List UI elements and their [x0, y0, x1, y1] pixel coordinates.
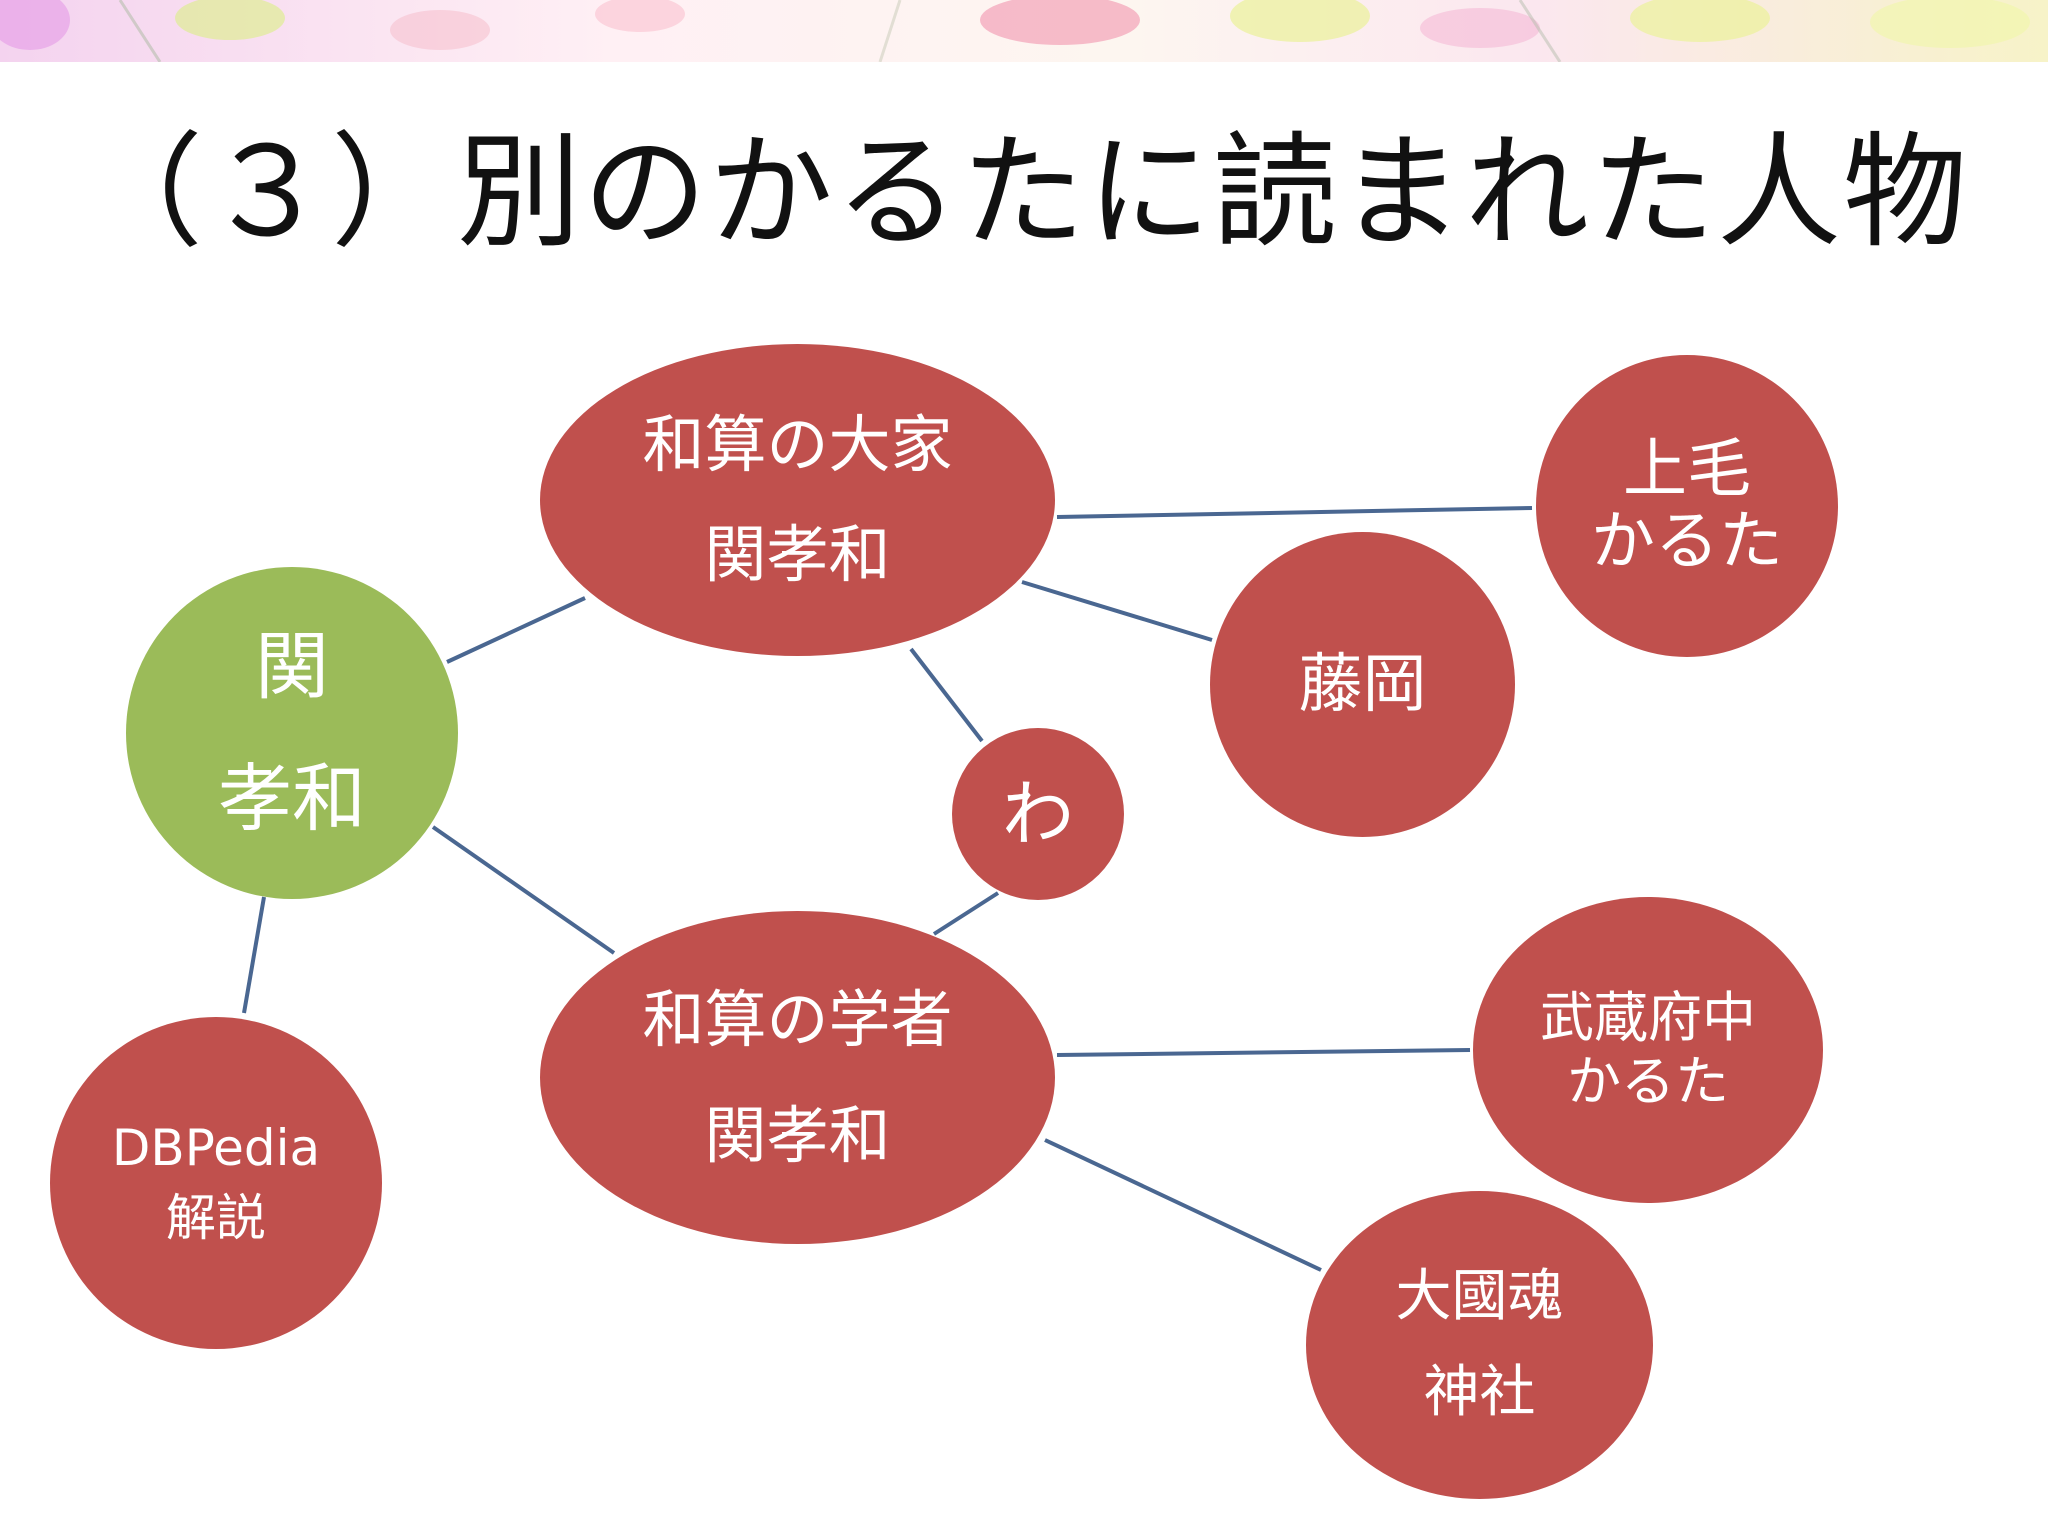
edge-wasan-taika-to-wa	[909, 647, 984, 743]
node-label: 大國魂 神社	[1395, 1264, 1564, 1425]
edge-seki-to-wasan-taika	[446, 596, 586, 664]
node-label: 武蔵府中 かるた	[1540, 986, 1756, 1113]
node-label: DBPedia 解説	[111, 1119, 321, 1247]
edge-seki-to-wasan-gakusha	[431, 825, 616, 955]
node-fujioka: 藤岡	[1210, 532, 1515, 837]
edge-wasan-gakusha-to-okunitama	[1044, 1138, 1322, 1272]
node-label: 和算の大家 関孝和	[642, 408, 953, 591]
node-okunitama-jinja: 大國魂 神社	[1306, 1191, 1653, 1499]
floral-banner	[0, 0, 2048, 62]
node-seki-takakazu-center: 関 孝和	[126, 567, 458, 899]
edge-wa-to-wasan-gakusha	[932, 891, 1000, 936]
node-musashi-fuchu-karuta: 武蔵府中 かるた	[1473, 897, 1823, 1203]
node-wa: わ	[952, 728, 1124, 900]
node-label: 関 孝和	[218, 624, 366, 842]
node-label: 上毛 かるた	[1591, 433, 1783, 579]
slide-title: （３）別のかるたに読まれた人物	[78, 121, 1969, 265]
edge-wasan-taika-to-joumou	[1056, 506, 1533, 519]
node-wasan-taika: 和算の大家 関孝和	[540, 344, 1055, 656]
edge-wasan-gakusha-to-musashi	[1056, 1048, 1471, 1057]
node-dbpedia-kaisetsu: DBPedia 解説	[50, 1017, 382, 1349]
node-label: 和算の学者 関孝和	[642, 982, 953, 1172]
node-joumou-karuta: 上毛 かるた	[1536, 355, 1838, 657]
edge-wasan-taika-to-fujioka	[1021, 580, 1213, 642]
node-wasan-gakusha: 和算の学者 関孝和	[540, 911, 1055, 1244]
node-label: わ	[1001, 772, 1074, 856]
node-label: 藤岡	[1298, 647, 1427, 722]
edge-seki-to-dbpedia	[242, 896, 266, 1014]
